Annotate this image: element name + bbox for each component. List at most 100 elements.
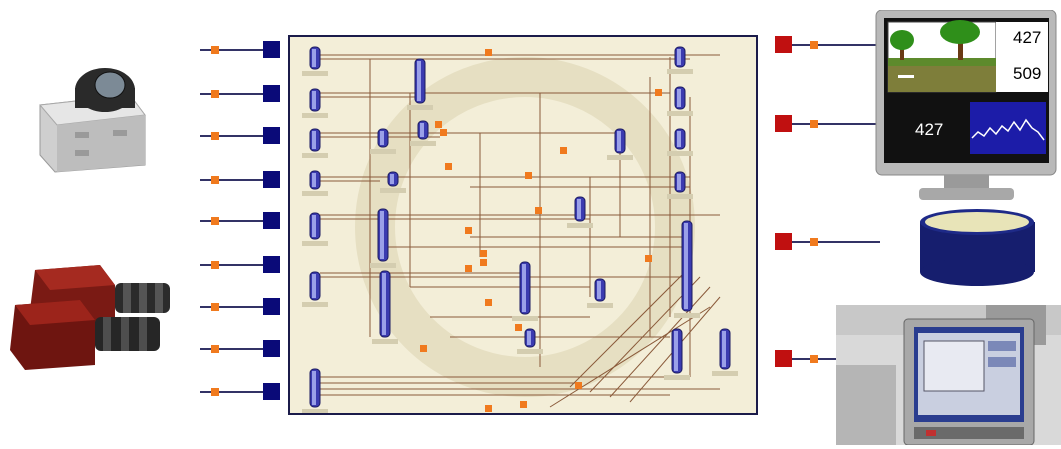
connector-dot bbox=[211, 46, 219, 54]
junction-marker bbox=[645, 255, 652, 262]
connector-dot bbox=[211, 217, 219, 225]
processing-node-label bbox=[302, 71, 328, 76]
industrial-camera-icon bbox=[5, 265, 180, 375]
connector-dot bbox=[211, 345, 219, 353]
junction-marker bbox=[525, 172, 532, 179]
monitor-value-c: 427 bbox=[915, 120, 943, 140]
junction-marker bbox=[440, 129, 447, 136]
junction-marker bbox=[465, 227, 472, 234]
processing-node-label bbox=[664, 375, 690, 380]
processing-node-label bbox=[667, 194, 693, 199]
processing-node-label bbox=[512, 316, 538, 321]
processing-node-highlight bbox=[677, 89, 681, 107]
processing-node-highlight bbox=[312, 274, 316, 298]
processing-node-highlight bbox=[312, 215, 316, 237]
processing-node-highlight bbox=[312, 91, 316, 109]
output-port[interactable] bbox=[775, 36, 792, 53]
junction-marker bbox=[465, 265, 472, 272]
output-port[interactable] bbox=[775, 115, 792, 132]
input-wire bbox=[200, 93, 263, 95]
processing-node-label bbox=[667, 111, 693, 116]
processing-node-label bbox=[567, 223, 593, 228]
connector-dot bbox=[810, 355, 818, 363]
processing-node-label bbox=[372, 339, 398, 344]
processing-node-label bbox=[607, 155, 633, 160]
input-wire bbox=[200, 306, 263, 308]
processing-node-highlight bbox=[522, 264, 526, 312]
processing-node-highlight bbox=[382, 273, 386, 335]
processing-diagram-panel bbox=[288, 35, 758, 415]
processing-node-highlight bbox=[420, 123, 424, 137]
processing-node-label bbox=[302, 113, 328, 118]
connector-dot bbox=[211, 261, 219, 269]
processing-node-highlight bbox=[677, 131, 681, 147]
processing-node-label bbox=[407, 105, 433, 110]
input-wire bbox=[200, 49, 263, 51]
connector-dot bbox=[211, 176, 219, 184]
processing-node-highlight bbox=[722, 331, 726, 367]
connector-dot bbox=[211, 388, 219, 396]
processing-node-label bbox=[370, 263, 396, 268]
junction-marker bbox=[435, 121, 442, 128]
processing-node-highlight bbox=[597, 281, 601, 299]
monitor-value-a: 427 bbox=[1013, 28, 1041, 48]
input-wire bbox=[200, 391, 263, 393]
input-port[interactable] bbox=[263, 85, 280, 102]
input-wire bbox=[200, 220, 263, 222]
processing-node-highlight bbox=[312, 173, 316, 187]
input-port[interactable] bbox=[263, 298, 280, 315]
junction-marker bbox=[485, 405, 492, 412]
processing-node-label bbox=[587, 303, 613, 308]
input-port[interactable] bbox=[263, 256, 280, 273]
database-icon bbox=[915, 208, 1040, 288]
input-wire bbox=[200, 348, 263, 350]
output-wire bbox=[792, 123, 880, 125]
processing-node-label bbox=[380, 188, 406, 193]
processing-node-label bbox=[712, 371, 738, 376]
processing-node-highlight bbox=[677, 49, 681, 65]
input-port[interactable] bbox=[263, 41, 280, 58]
processing-node-label bbox=[302, 153, 328, 158]
input-wire bbox=[200, 264, 263, 266]
junction-marker bbox=[420, 345, 427, 352]
input-port[interactable] bbox=[263, 212, 280, 229]
processing-node-highlight bbox=[312, 371, 316, 405]
input-port[interactable] bbox=[263, 127, 280, 144]
output-port[interactable] bbox=[775, 233, 792, 250]
processing-node-label bbox=[410, 141, 436, 146]
input-port[interactable] bbox=[263, 383, 280, 400]
junction-marker bbox=[655, 89, 662, 96]
input-port[interactable] bbox=[263, 171, 280, 188]
processing-node-label bbox=[517, 349, 543, 354]
processing-node-label bbox=[302, 191, 328, 196]
processing-node-label bbox=[370, 149, 396, 154]
connector-dot bbox=[810, 120, 818, 128]
diagram-canvas bbox=[290, 37, 758, 415]
junction-marker bbox=[575, 382, 582, 389]
junction-marker bbox=[445, 163, 452, 170]
junction-marker bbox=[485, 49, 492, 56]
processing-node-highlight bbox=[674, 331, 678, 371]
processing-node-highlight bbox=[684, 223, 688, 309]
input-wire bbox=[200, 135, 263, 137]
processing-node-label bbox=[674, 313, 700, 318]
input-port[interactable] bbox=[263, 340, 280, 357]
tablet-terminal-icon bbox=[836, 305, 1061, 445]
connector-dot bbox=[810, 238, 818, 246]
processing-node-label bbox=[302, 241, 328, 246]
connector-dot bbox=[810, 41, 818, 49]
connector-dot bbox=[211, 303, 219, 311]
output-port[interactable] bbox=[775, 350, 792, 367]
processing-node-label bbox=[302, 302, 328, 307]
monitor-value-b: 509 bbox=[1013, 64, 1041, 84]
dome-camera-icon bbox=[35, 60, 150, 175]
processing-node-label bbox=[302, 409, 328, 414]
processing-node-highlight bbox=[417, 61, 421, 101]
connector-dot bbox=[211, 90, 219, 98]
processing-node-highlight bbox=[312, 49, 316, 67]
processing-node-highlight bbox=[380, 131, 384, 145]
processing-node-label bbox=[667, 69, 693, 74]
junction-marker bbox=[485, 299, 492, 306]
processing-node-highlight bbox=[380, 211, 384, 259]
junction-marker bbox=[535, 207, 542, 214]
